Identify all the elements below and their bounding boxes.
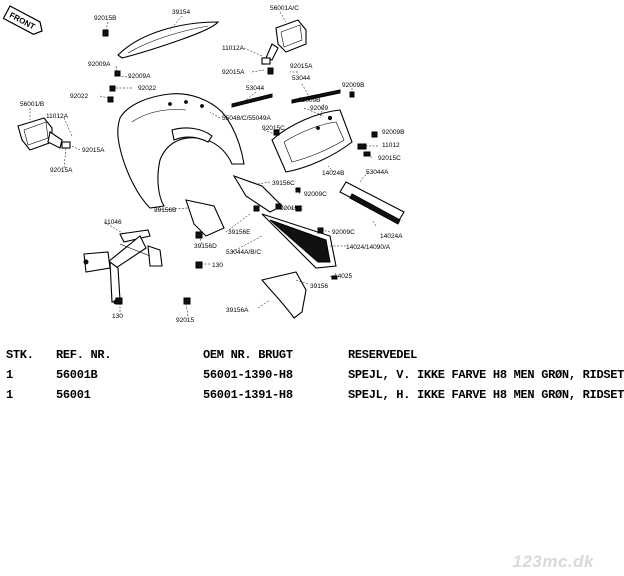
part-label: 92015A <box>290 63 313 70</box>
fairing-bracket-part <box>83 229 163 305</box>
part-label: 92015C <box>280 205 303 212</box>
part-label: 55048/C/55049A <box>222 115 271 122</box>
watermark-logo: 123mc.dk <box>512 552 594 571</box>
part-label: 92015A <box>50 167 73 174</box>
part-label: 11012A <box>222 45 245 52</box>
trim-strip-53044-lower <box>291 89 341 104</box>
part-label: 14024/14090/A <box>346 244 391 251</box>
part-label: 39156A <box>226 307 249 314</box>
part-label: 92015 <box>176 317 194 324</box>
part-label: 92015C <box>378 155 401 162</box>
part-label: 130 <box>212 262 223 269</box>
cell-ref: 56001 <box>56 388 91 402</box>
side-rail-53044A <box>339 181 405 225</box>
part-label: 92009A <box>88 61 111 68</box>
header-ref: REF. NR. <box>56 348 112 362</box>
part-label: 92015A <box>82 147 105 154</box>
front-direction-badge: FRONT <box>2 5 43 35</box>
part-label: 92009C <box>332 229 355 236</box>
cell-reserve: SPEJL, H. IKKE FARVE H8 MEN GRØN, RIDSET <box>348 388 624 402</box>
part-label: 92015B <box>94 15 116 22</box>
part-label: 39156D <box>194 243 217 250</box>
part-label: 92009C <box>304 191 327 198</box>
side-rail-14024 <box>261 213 337 269</box>
table-header-row: STK. REF. NR. OEM NR. BRUGT RESERVEDEL <box>0 348 600 366</box>
part-label: 92015A <box>222 69 245 76</box>
part-label: 92009A <box>128 73 151 80</box>
part-label: 39154 <box>172 9 190 16</box>
part-label: 11012A <box>46 113 69 120</box>
part-label: 92022 <box>138 85 156 92</box>
part-label: 53044 <box>246 85 264 92</box>
header-reserve: RESERVEDEL <box>348 348 418 362</box>
leader-lines <box>29 11 378 317</box>
header-stk: STK. <box>6 348 34 362</box>
part-label: 130 <box>112 313 123 320</box>
part-label: 53044 <box>292 75 310 82</box>
table-row: 1 56001 56001-1391-H8 SPEJL, H. IKKE FAR… <box>0 388 624 406</box>
part-label: 39156E <box>228 229 251 236</box>
lower-cover-39156 <box>261 271 307 319</box>
part-label: 53044A/B/C <box>226 249 261 256</box>
part-label: 39156B <box>154 207 176 214</box>
cell-oem: 56001-1390-H8 <box>203 368 293 382</box>
cell-oem: 56001-1391-H8 <box>203 388 293 402</box>
windscreen-part <box>117 21 220 59</box>
left-mirror-part <box>17 117 71 151</box>
trim-strip-53044-upper <box>231 93 273 108</box>
part-label: 14024B <box>322 170 344 177</box>
part-label: 92022 <box>70 93 88 100</box>
part-label: 92009B <box>298 97 320 104</box>
part-labels: 92015B 39154 56001A/C 11012A 92015A 9201… <box>20 5 404 324</box>
part-label: 56001A/C <box>270 5 299 12</box>
part-label: 56001/B <box>20 101 44 108</box>
part-label: 11012 <box>382 142 400 149</box>
part-label: 39156C <box>272 180 295 187</box>
right-mirror-part <box>261 19 307 65</box>
part-label: 92009 <box>310 105 328 112</box>
cell-reserve: SPEJL, V. IKKE FARVE H8 MEN GRØN, RIDSET <box>348 368 624 382</box>
upper-cowl-part <box>117 93 245 209</box>
part-label: 14024A <box>380 233 403 240</box>
header-oem: OEM NR. BRUGT <box>203 348 293 362</box>
table-row: 1 56001B 56001-1390-H8 SPEJL, V. IKKE FA… <box>0 368 624 386</box>
part-label: 92009B <box>382 129 404 136</box>
part-label: 92015C <box>262 125 285 132</box>
cell-stk: 1 <box>6 368 13 382</box>
part-label: 92009B <box>342 82 364 89</box>
part-label: 53044A <box>366 169 389 176</box>
lower-panel-39156B <box>185 199 225 237</box>
parts-diagram: FRONT <box>2 5 405 324</box>
part-label: 39156 <box>310 283 328 290</box>
right-inner-panel-part <box>271 109 353 173</box>
part-label: 14025 <box>334 273 352 280</box>
cell-stk: 1 <box>6 388 13 402</box>
part-label: 11046 <box>104 219 122 226</box>
cell-ref: 56001B <box>56 368 98 382</box>
